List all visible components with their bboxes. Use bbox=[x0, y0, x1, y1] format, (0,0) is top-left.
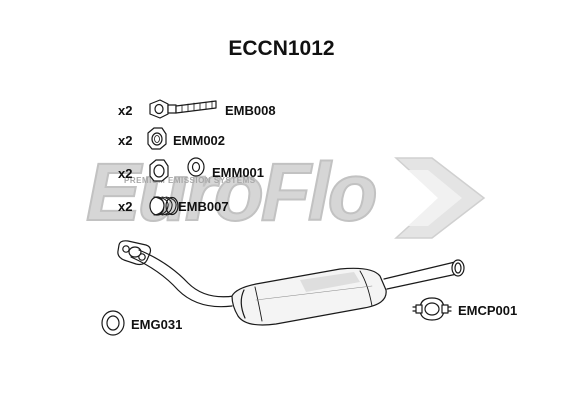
nut-icon bbox=[147, 127, 167, 150]
qty-emb007: x2 bbox=[118, 199, 133, 214]
bolt-icon bbox=[149, 99, 217, 119]
gasket-ring-icon bbox=[101, 310, 125, 336]
catalytic-converter-assembly bbox=[117, 240, 465, 326]
code-emb008: EMB008 bbox=[225, 103, 276, 118]
spring-nut-icon bbox=[149, 157, 205, 182]
code-emm002: EMM002 bbox=[173, 133, 226, 148]
spring-icon bbox=[149, 196, 179, 216]
code-emcp001: EMCP001 bbox=[458, 303, 518, 318]
qty-emb008: x2 bbox=[118, 103, 133, 118]
code-emg031: EMG031 bbox=[131, 317, 183, 332]
watermark-brand: EuroFlo bbox=[85, 147, 379, 238]
pipe-clamp-icon bbox=[412, 297, 452, 321]
code-emb007: EMB007 bbox=[178, 199, 229, 214]
qty-emm001: x2 bbox=[118, 166, 133, 181]
watermark-tagline: PREMIUM EMISSION SYSTEMS bbox=[124, 176, 256, 185]
qty-emm002: x2 bbox=[118, 133, 133, 148]
part-number-title: ECCN1012 bbox=[228, 37, 335, 60]
code-emm001: EMM001 bbox=[212, 165, 265, 180]
